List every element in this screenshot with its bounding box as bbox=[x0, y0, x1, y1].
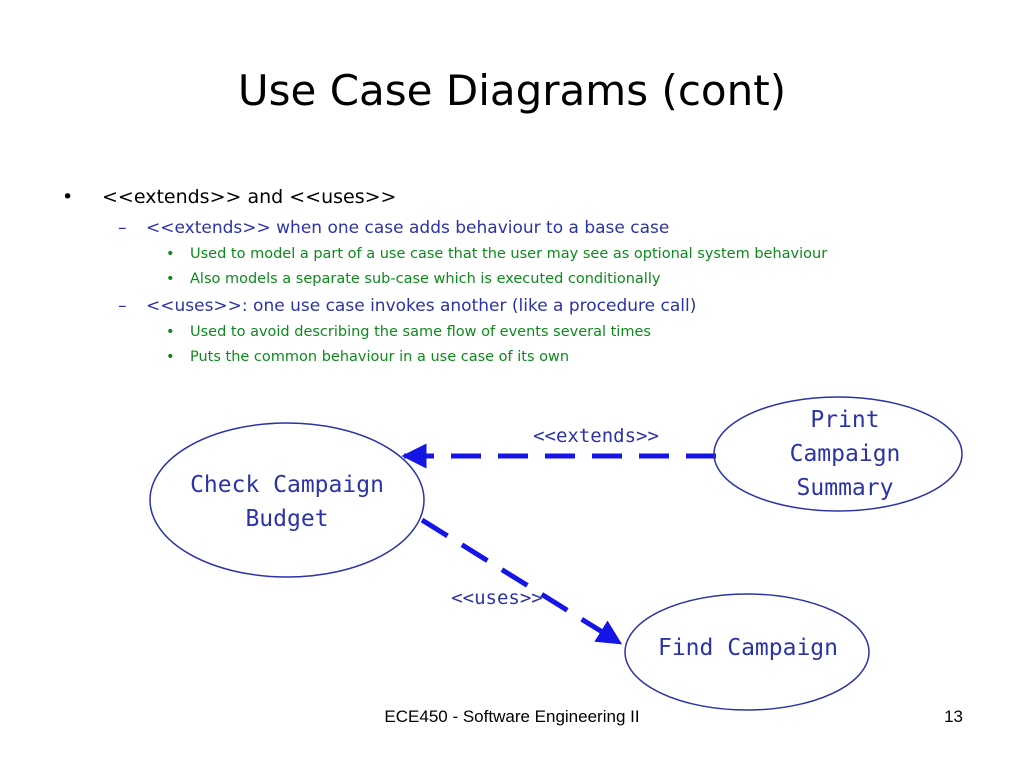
bullet-text: <<uses>>: one use case invokes another (… bbox=[146, 296, 697, 316]
bullet-marker: • bbox=[166, 271, 175, 287]
use-case-label: Print bbox=[810, 407, 879, 433]
use-case-find-campaign bbox=[624, 593, 870, 711]
bullet-level3: • Used to model a part of a use case that… bbox=[166, 246, 827, 262]
dash-marker: – bbox=[118, 218, 127, 238]
bullet-marker: • bbox=[166, 246, 175, 262]
use-case-check-campaign-budget bbox=[149, 422, 425, 578]
use-case-label: Find Campaign bbox=[658, 635, 838, 661]
bullet-text: Used to model a part of a use case that … bbox=[190, 246, 828, 262]
bullet-level3: • Used to avoid describing the same flow … bbox=[166, 324, 651, 340]
use-case-label: Check Campaign bbox=[190, 472, 384, 498]
bullet-text: <<extends>> when one case adds behaviour… bbox=[146, 218, 670, 238]
bullet-level2: –<<extends>> when one case adds behaviou… bbox=[118, 218, 669, 238]
bullet-text: Used to avoid describing the same flow o… bbox=[190, 324, 651, 340]
uses-arrow bbox=[420, 517, 623, 646]
bullet-marker: • bbox=[166, 349, 175, 365]
bullet-marker: • bbox=[166, 324, 175, 340]
use-case-label: Budget bbox=[245, 506, 328, 532]
slide-title: Use Case Diagrams (cont) bbox=[237, 66, 787, 115]
dash-marker: – bbox=[118, 296, 127, 316]
bullet-text: Puts the common behaviour in a use case … bbox=[190, 349, 570, 365]
bullet-level2: –<<uses>>: one use case invokes another … bbox=[118, 296, 696, 316]
use-case-label: Summary bbox=[797, 475, 894, 501]
footer-course: ECE450 - Software Engineering II bbox=[384, 707, 640, 726]
bullet-level1: • <<extends>> and <<uses>> bbox=[62, 186, 396, 208]
bullet-level3: • Puts the common behaviour in a use case… bbox=[166, 349, 569, 365]
bullet-list: •<<extends>> and <<uses>> –<<extends>> w… bbox=[62, 186, 827, 365]
extends-label: <<extends>> bbox=[533, 425, 659, 447]
bullet-level3: • Also models a separate sub-case which i… bbox=[166, 271, 660, 287]
use-case-print-campaign-summary bbox=[713, 396, 963, 512]
use-case-label: Campaign bbox=[790, 441, 901, 467]
page-number: 13 bbox=[944, 707, 963, 726]
bullet-text: <<extends>> and <<uses>> bbox=[102, 186, 397, 208]
bullet-marker: • bbox=[62, 186, 74, 208]
bullet-text: Also models a separate sub-case which is… bbox=[190, 271, 661, 287]
uses-label: <<uses>> bbox=[451, 587, 543, 609]
